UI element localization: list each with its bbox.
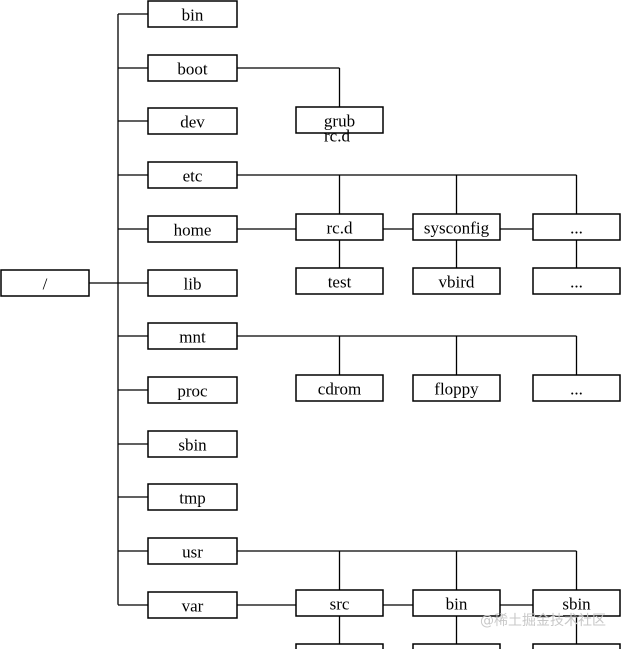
subdirectory-box-var-0: log bbox=[295, 643, 384, 649]
subdirectory-box-mnt-0: cdrom bbox=[295, 374, 384, 402]
directory-box-home-label: home bbox=[174, 221, 212, 240]
directory-box-mnt-label: mnt bbox=[179, 328, 206, 347]
subdirectory-box-etc-1-frame bbox=[412, 213, 501, 241]
subdirectory-box-home-2-frame bbox=[532, 267, 621, 295]
subdirectory-box-var-0-frame bbox=[295, 643, 384, 649]
subdirectory-box-usr-1-frame bbox=[412, 589, 501, 617]
subdirectory-box-var-1-frame bbox=[412, 643, 501, 649]
subdirectory-box-usr-1: bin bbox=[412, 589, 501, 617]
directory-box-var-label: var bbox=[182, 597, 204, 616]
directory-box-tmp-label: tmp bbox=[179, 489, 205, 508]
directory-box-var: var bbox=[147, 591, 238, 619]
directory-box-proc-frame bbox=[147, 376, 238, 404]
directory-box-usr: usr bbox=[147, 537, 238, 565]
connector-lines bbox=[89, 13, 578, 644]
directory-box-bin-frame bbox=[147, 0, 238, 28]
directory-box-dev: dev bbox=[147, 107, 238, 135]
directory-box-lib-label: lib bbox=[184, 275, 202, 294]
directory-box-home: home bbox=[147, 215, 238, 243]
subdirectory-box-mnt-1-label: floppy bbox=[434, 380, 479, 399]
subdirectory-box-usr-0-label: src bbox=[330, 595, 350, 614]
directory-box-boot-label: boot bbox=[177, 60, 208, 79]
subdirectory-box-mnt-2: ... bbox=[532, 374, 621, 402]
subdirectory-box-home-1-frame bbox=[412, 267, 501, 295]
subdirectory-box-usr-2-label: sbin bbox=[562, 595, 591, 614]
directory-box-lib-frame bbox=[147, 269, 238, 297]
subdirectory-box-home-2: ... bbox=[532, 267, 621, 295]
subdirectory-box-home-2-label: ... bbox=[570, 273, 583, 292]
subdirectory-box-home-0-frame bbox=[295, 267, 384, 295]
subdirectory-box-var-2: cache bbox=[532, 643, 621, 649]
subdirectory-box-mnt-1-frame bbox=[412, 374, 501, 402]
subdirectory-box-home-1-label: vbird bbox=[439, 273, 475, 292]
directory-box-home-frame bbox=[147, 215, 238, 243]
directory-box-usr-frame bbox=[147, 537, 238, 565]
subdirectory-box-usr-0: src bbox=[295, 589, 384, 617]
directory-box-bin: bin bbox=[147, 0, 238, 28]
subdirectory-box-usr-0-frame bbox=[295, 589, 384, 617]
subdirectory-box-home-0: test bbox=[295, 267, 384, 295]
directory-box-mnt-frame bbox=[147, 322, 238, 350]
root-directory-box-frame bbox=[0, 269, 90, 297]
watermark-text: @稀土掘金技术社区 bbox=[480, 613, 606, 629]
subdirectory-box-etc-1: sysconfig bbox=[412, 213, 501, 241]
directory-box-sbin: sbin bbox=[147, 430, 238, 458]
subdirectory-box-etc-0: rc.d bbox=[295, 213, 384, 241]
directory-box-bin-label: bin bbox=[182, 6, 204, 25]
subdirectory-box-usr-2: sbin bbox=[532, 589, 621, 617]
subdirectory-box-mnt-2-frame bbox=[532, 374, 621, 402]
subdirectory-box-etc-0-frame bbox=[295, 213, 384, 241]
directory-box-sbin-frame bbox=[147, 430, 238, 458]
subdirectory-box-etc-2-frame bbox=[532, 213, 621, 241]
subdirectory-box-usr-1-label: bin bbox=[446, 595, 468, 614]
subdirectory-box-home-1: vbird bbox=[412, 267, 501, 295]
subdirectory-box-mnt-2-label: ... bbox=[570, 380, 583, 399]
directory-box-etc-frame bbox=[147, 161, 238, 189]
root-directory-box: / bbox=[0, 269, 90, 297]
subdirectory-box-boot-0-label: grub bbox=[324, 112, 355, 131]
directory-box-etc: etc bbox=[147, 161, 238, 189]
subdirectory-box-var-1: spool bbox=[412, 643, 501, 649]
subdirectory-box-usr-2-frame bbox=[532, 589, 621, 617]
directory-box-usr-label: usr bbox=[182, 543, 203, 562]
directory-box-etc-label: etc bbox=[183, 167, 203, 186]
subdirectory-box-mnt-0-frame bbox=[295, 374, 384, 402]
subdirectory-box-etc-2: ... bbox=[532, 213, 621, 241]
subdirectory-box-mnt-0-label: cdrom bbox=[318, 380, 361, 399]
subdirectory-box-boot-0: grub bbox=[295, 106, 384, 134]
root-directory-box-label: / bbox=[43, 275, 48, 294]
subdirectory-box-etc-2-label: ... bbox=[570, 219, 583, 238]
directory-box-boot-frame bbox=[147, 54, 238, 82]
subdirectory-box-etc-0-label: rc.d bbox=[327, 219, 353, 238]
subdirectory-box-boot-0-frame bbox=[295, 106, 384, 134]
directory-box-lib: lib bbox=[147, 269, 238, 297]
subdirectory-box-home-0-label: test bbox=[328, 273, 352, 292]
directory-box-dev-label: dev bbox=[180, 113, 205, 132]
directory-box-boot: boot bbox=[147, 54, 238, 82]
directory-box-mnt: mnt bbox=[147, 322, 238, 350]
subdirectory-box-mnt-1: floppy bbox=[412, 374, 501, 402]
directory-box-sbin-label: sbin bbox=[178, 436, 207, 455]
directory-box-tmp: tmp bbox=[147, 483, 238, 511]
directory-box-tmp-frame bbox=[147, 483, 238, 511]
subdirectory-box-etc-1-label: sysconfig bbox=[424, 219, 490, 238]
directory-box-var-frame bbox=[147, 591, 238, 619]
floating-label-rcd: rc.d bbox=[324, 127, 350, 146]
directory-box-dev-frame bbox=[147, 107, 238, 135]
subdirectory-box-var-2-frame bbox=[532, 643, 621, 649]
directory-box-proc-label: proc bbox=[177, 382, 208, 401]
directory-box-proc: proc bbox=[147, 376, 238, 404]
